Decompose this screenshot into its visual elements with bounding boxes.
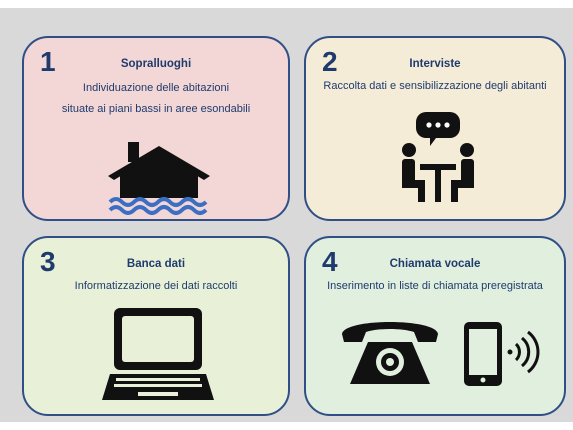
step-card-interviste: 2 Interviste Raccolta dati e sensibilizz… [304,36,566,221]
step-description: Inserimento in liste di chiamata preregi… [306,276,564,297]
smartphone-icon [464,322,540,386]
step-title: Chiamata vocale [389,258,481,270]
step-card-banca-dati: 3 Banca dati Informatizzazione dei dati … [22,236,290,416]
step-title: Interviste [409,58,461,70]
step-description: Individuazione delle abitazioni situate … [24,78,288,120]
telephone-icon [342,322,438,384]
interview-icon [402,112,474,202]
flooded-house-icon [108,142,210,215]
step-card-sopralluoghi: 1 Sopralluoghi Individuazione delle abit… [22,36,290,221]
step-description-line: Informatizzazione dei dati raccolti [74,280,238,292]
step-number: 3 [40,246,56,277]
step-description-line: Inserimento in liste di chiamata preregi… [327,280,543,292]
step-card-chiamata-vocale: 4 Chiamata vocale Inserimento in liste d… [304,236,566,416]
step-description: Informatizzazione dei dati raccolti [24,276,288,297]
step-description-line: Raccolta dati e sensibilizzazione degli … [323,80,547,92]
step-description: Raccolta dati e sensibilizzazione degli … [306,76,564,97]
step-title: Sopralluoghi [120,58,192,70]
diagram-panel: 1 Sopralluoghi Individuazione delle abit… [0,8,573,422]
step-number: 4 [322,246,338,277]
step-number: 1 [40,46,56,77]
step-title: Banca dati [126,258,186,270]
laptop-icon [102,308,214,400]
step-description-line: Individuazione delle abitazioni [82,82,230,94]
step-number: 2 [322,46,338,77]
step-description-line: situate ai piani bassi in aree esondabil… [61,103,251,115]
